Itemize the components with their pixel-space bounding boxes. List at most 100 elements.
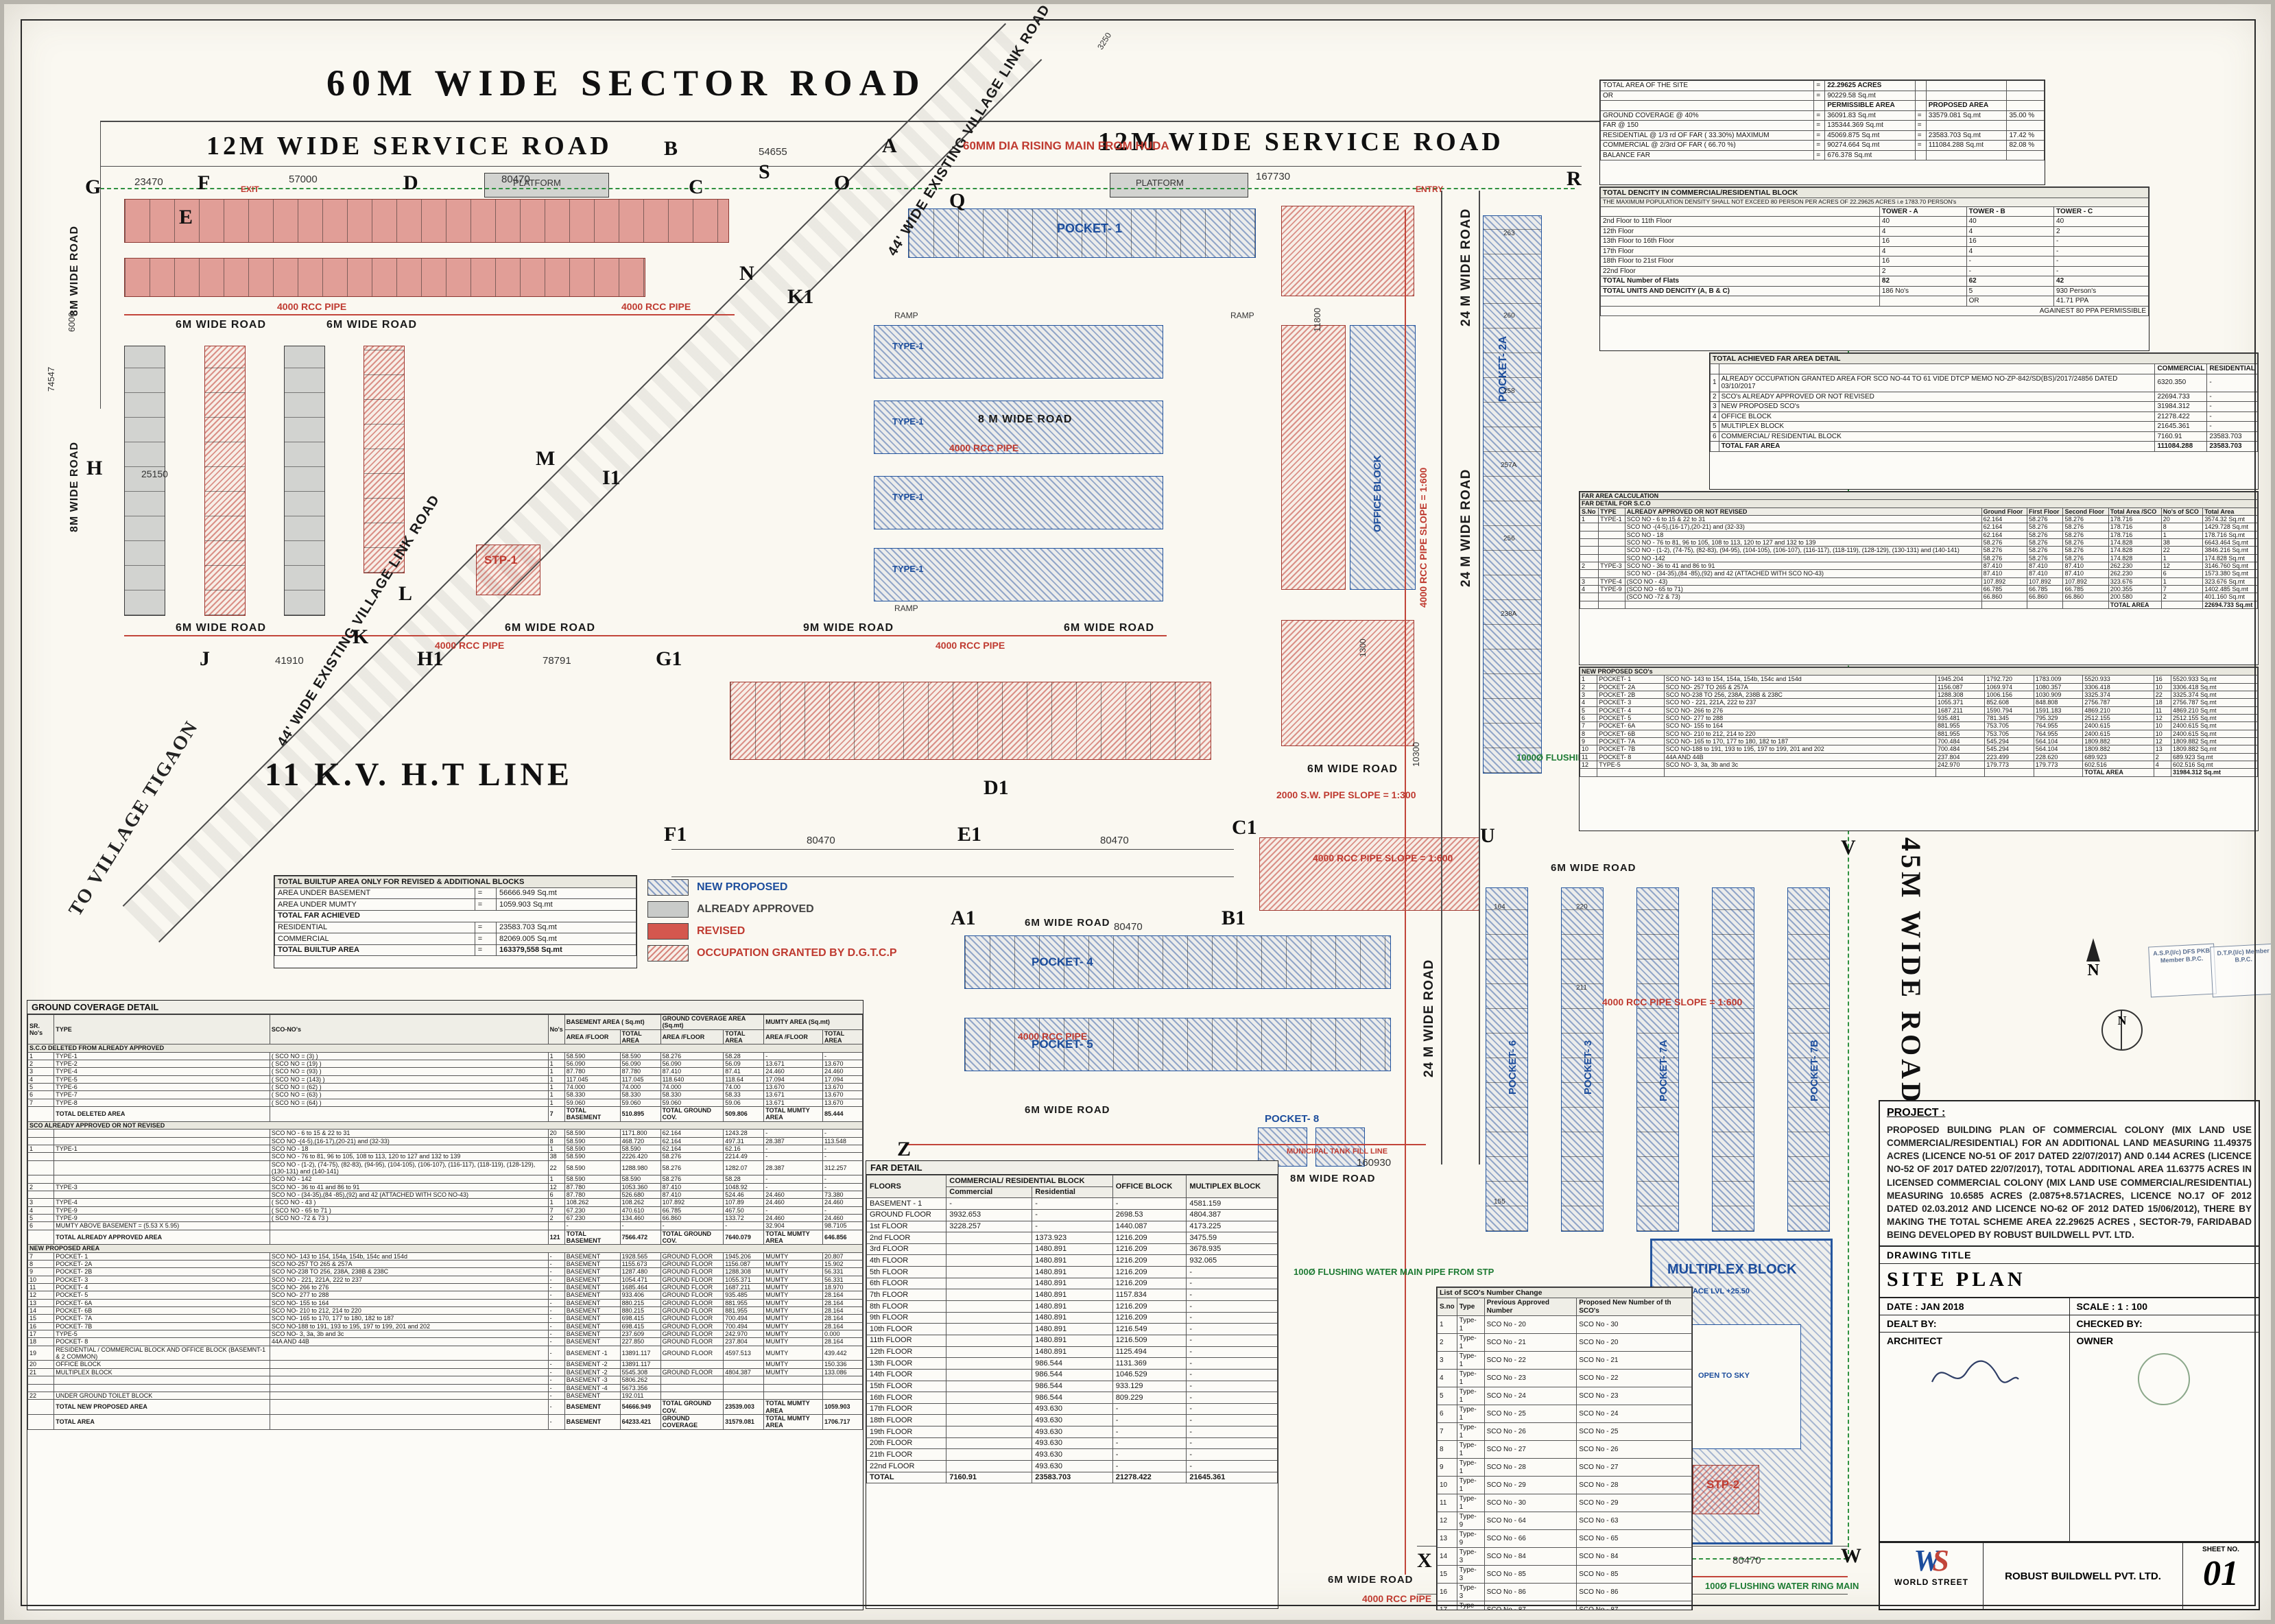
table-cell: 11th FLOOR xyxy=(866,1334,947,1347)
table-cell: 1 xyxy=(547,1144,565,1154)
grid-marker: O xyxy=(834,171,850,194)
table-cell: 1006.156 xyxy=(1984,691,2034,700)
table-cell: MUMTY xyxy=(763,1345,823,1361)
table-cell: 7 xyxy=(1580,721,1598,730)
table-cell: - xyxy=(660,1221,724,1230)
table-cell: 545.294 xyxy=(1984,745,2034,754)
table-cell: 12th FLOOR xyxy=(866,1346,947,1359)
table-cell: 133.086 xyxy=(822,1368,863,1377)
table-cell: 87.780 xyxy=(564,1067,621,1076)
table-cell: AREA /FLOOR xyxy=(660,1029,724,1045)
north-arrow-icon: N xyxy=(2086,938,2100,980)
table-cell: BASEMENT AREA ( Sq.mt) xyxy=(564,1014,661,1030)
table-cell: SCO NO - (1-2), (74-75), (82-83), (94-95… xyxy=(269,1160,549,1176)
table-cell: MUMTY xyxy=(763,1275,823,1285)
table-cell: 5 xyxy=(1580,706,1598,715)
table-cell: 935.481 xyxy=(1935,714,1986,723)
table-cell: SCO No - 23 xyxy=(1576,1387,1692,1406)
dimension-label: 41910 xyxy=(275,655,304,667)
table-cell: GROUND FLOOR xyxy=(660,1322,724,1331)
table-cell: POCKET- 2A xyxy=(53,1259,270,1269)
table-cell: 17 xyxy=(27,1330,55,1339)
table-cell: 17th Floor xyxy=(1600,246,1880,257)
table-cell: SCO NO- 210 to 212, 214 to 220 xyxy=(1663,729,1937,739)
table-cell: 58.28 xyxy=(723,1051,765,1061)
block-label: POCKET- 7B xyxy=(1809,1039,1820,1101)
table-cell: 1685.464 xyxy=(619,1283,661,1292)
table-cell: = xyxy=(1813,150,1826,160)
table-cell: 22 xyxy=(27,1391,55,1400)
table-cell: POCKET- 6B xyxy=(1597,729,1665,739)
dimension-label: RAMP xyxy=(894,311,918,320)
table-cell: 13.671 xyxy=(763,1090,823,1099)
table-cell: ( SCO NO = (93) ) xyxy=(269,1067,549,1076)
table-cell: GROUND COVERAGE xyxy=(660,1413,724,1430)
table-cell: 1055.371 xyxy=(1935,698,1986,707)
pipe-label: 4000 RCC PIPE xyxy=(1362,1593,1432,1604)
table-cell: 1 xyxy=(547,1175,565,1184)
table-cell: 5 xyxy=(1966,285,2055,297)
building-block xyxy=(874,325,1163,379)
table-cell: 9 xyxy=(1580,737,1598,746)
table-cell xyxy=(269,1229,549,1245)
table-cell xyxy=(1598,593,1625,601)
table-cell: 2 xyxy=(1580,562,1599,571)
table-cell: 1783.009 xyxy=(2033,675,2084,684)
table-cell: AREA /FLOOR xyxy=(763,1029,823,1045)
table-row: THE MAXIMUM POPULATION DENSITY SHALL NOT… xyxy=(1600,198,2149,207)
table-cell: 62.16 xyxy=(723,1144,765,1154)
table-cell: 700.494 xyxy=(723,1314,765,1323)
element: OCCUPATION GRANTED BY D.G.T.C.P xyxy=(697,947,897,959)
table-cell: - xyxy=(1112,1414,1187,1427)
dimension-label: 10300 xyxy=(1411,741,1421,767)
table-cell: 56.09 xyxy=(723,1060,765,1068)
table-cell: - xyxy=(1032,1220,1113,1233)
table-row: TOTAL BUILTUP AREA=163379,558 Sq.mt xyxy=(274,944,636,957)
table-cell: 58.276 xyxy=(2062,538,2109,547)
table-cell: 1059.903 xyxy=(822,1399,863,1415)
table-cell: SCO NO- 3, 3a, 3b and 3c xyxy=(269,1330,549,1339)
table-cell: 1 xyxy=(1580,675,1598,684)
table-cell: TYPE-1 xyxy=(53,1144,270,1154)
table-cell: POCKET- 4 xyxy=(1597,706,1665,715)
grid-marker: W xyxy=(1841,1544,1861,1567)
table-cell: COMMERCIAL xyxy=(274,933,475,945)
table-cell: SCO NO - (1-2), (74-75), (82-83), (94-95… xyxy=(1624,546,1982,555)
table-cell: 74.000 xyxy=(619,1083,661,1092)
table-cell: 58.276 xyxy=(660,1152,724,1161)
table-cell: 1216.209 xyxy=(1112,1266,1187,1278)
grid-marker: S xyxy=(759,160,770,183)
table-cell: 7 xyxy=(27,1098,55,1108)
table-cell: COMMERCIAL xyxy=(2154,363,2208,374)
table-cell: SCO No - 26 xyxy=(1484,1422,1577,1442)
table-cell: SCO's ALREADY APPROVED OR NOT REVISED xyxy=(1718,391,2156,403)
table-cell: TOWER - A xyxy=(1879,206,1967,217)
table-cell xyxy=(1598,569,1625,578)
dimension-label: 3250 xyxy=(1095,30,1114,51)
table-cell: 1288.308 xyxy=(723,1267,765,1276)
building-block xyxy=(874,548,1163,601)
table-cell xyxy=(723,1391,765,1400)
table-cell: TYPE-3 xyxy=(1598,562,1625,571)
table-cell: BASEMENT -2 xyxy=(564,1368,621,1377)
table-cell: 12th Floor xyxy=(1600,226,1880,237)
road-label: 24 M WIDE ROAD xyxy=(1459,468,1473,587)
table-cell: 1480.891 xyxy=(1032,1254,1113,1267)
dimension-label: 11800 xyxy=(1312,307,1322,332)
table-cell: 262.230 xyxy=(2108,569,2162,578)
table-cell: RESIDENTIAL xyxy=(274,921,475,934)
table-cell: - xyxy=(1186,1323,1278,1335)
table-cell: SCO NO- 155 to 164 xyxy=(1663,721,1937,730)
table-cell: 17 xyxy=(1437,1601,1457,1610)
table-cell: - xyxy=(564,1221,621,1230)
table-cell: 98.7105 xyxy=(822,1221,863,1230)
table-cell: - xyxy=(1186,1380,1278,1393)
table-cell: 12 xyxy=(27,1291,55,1300)
